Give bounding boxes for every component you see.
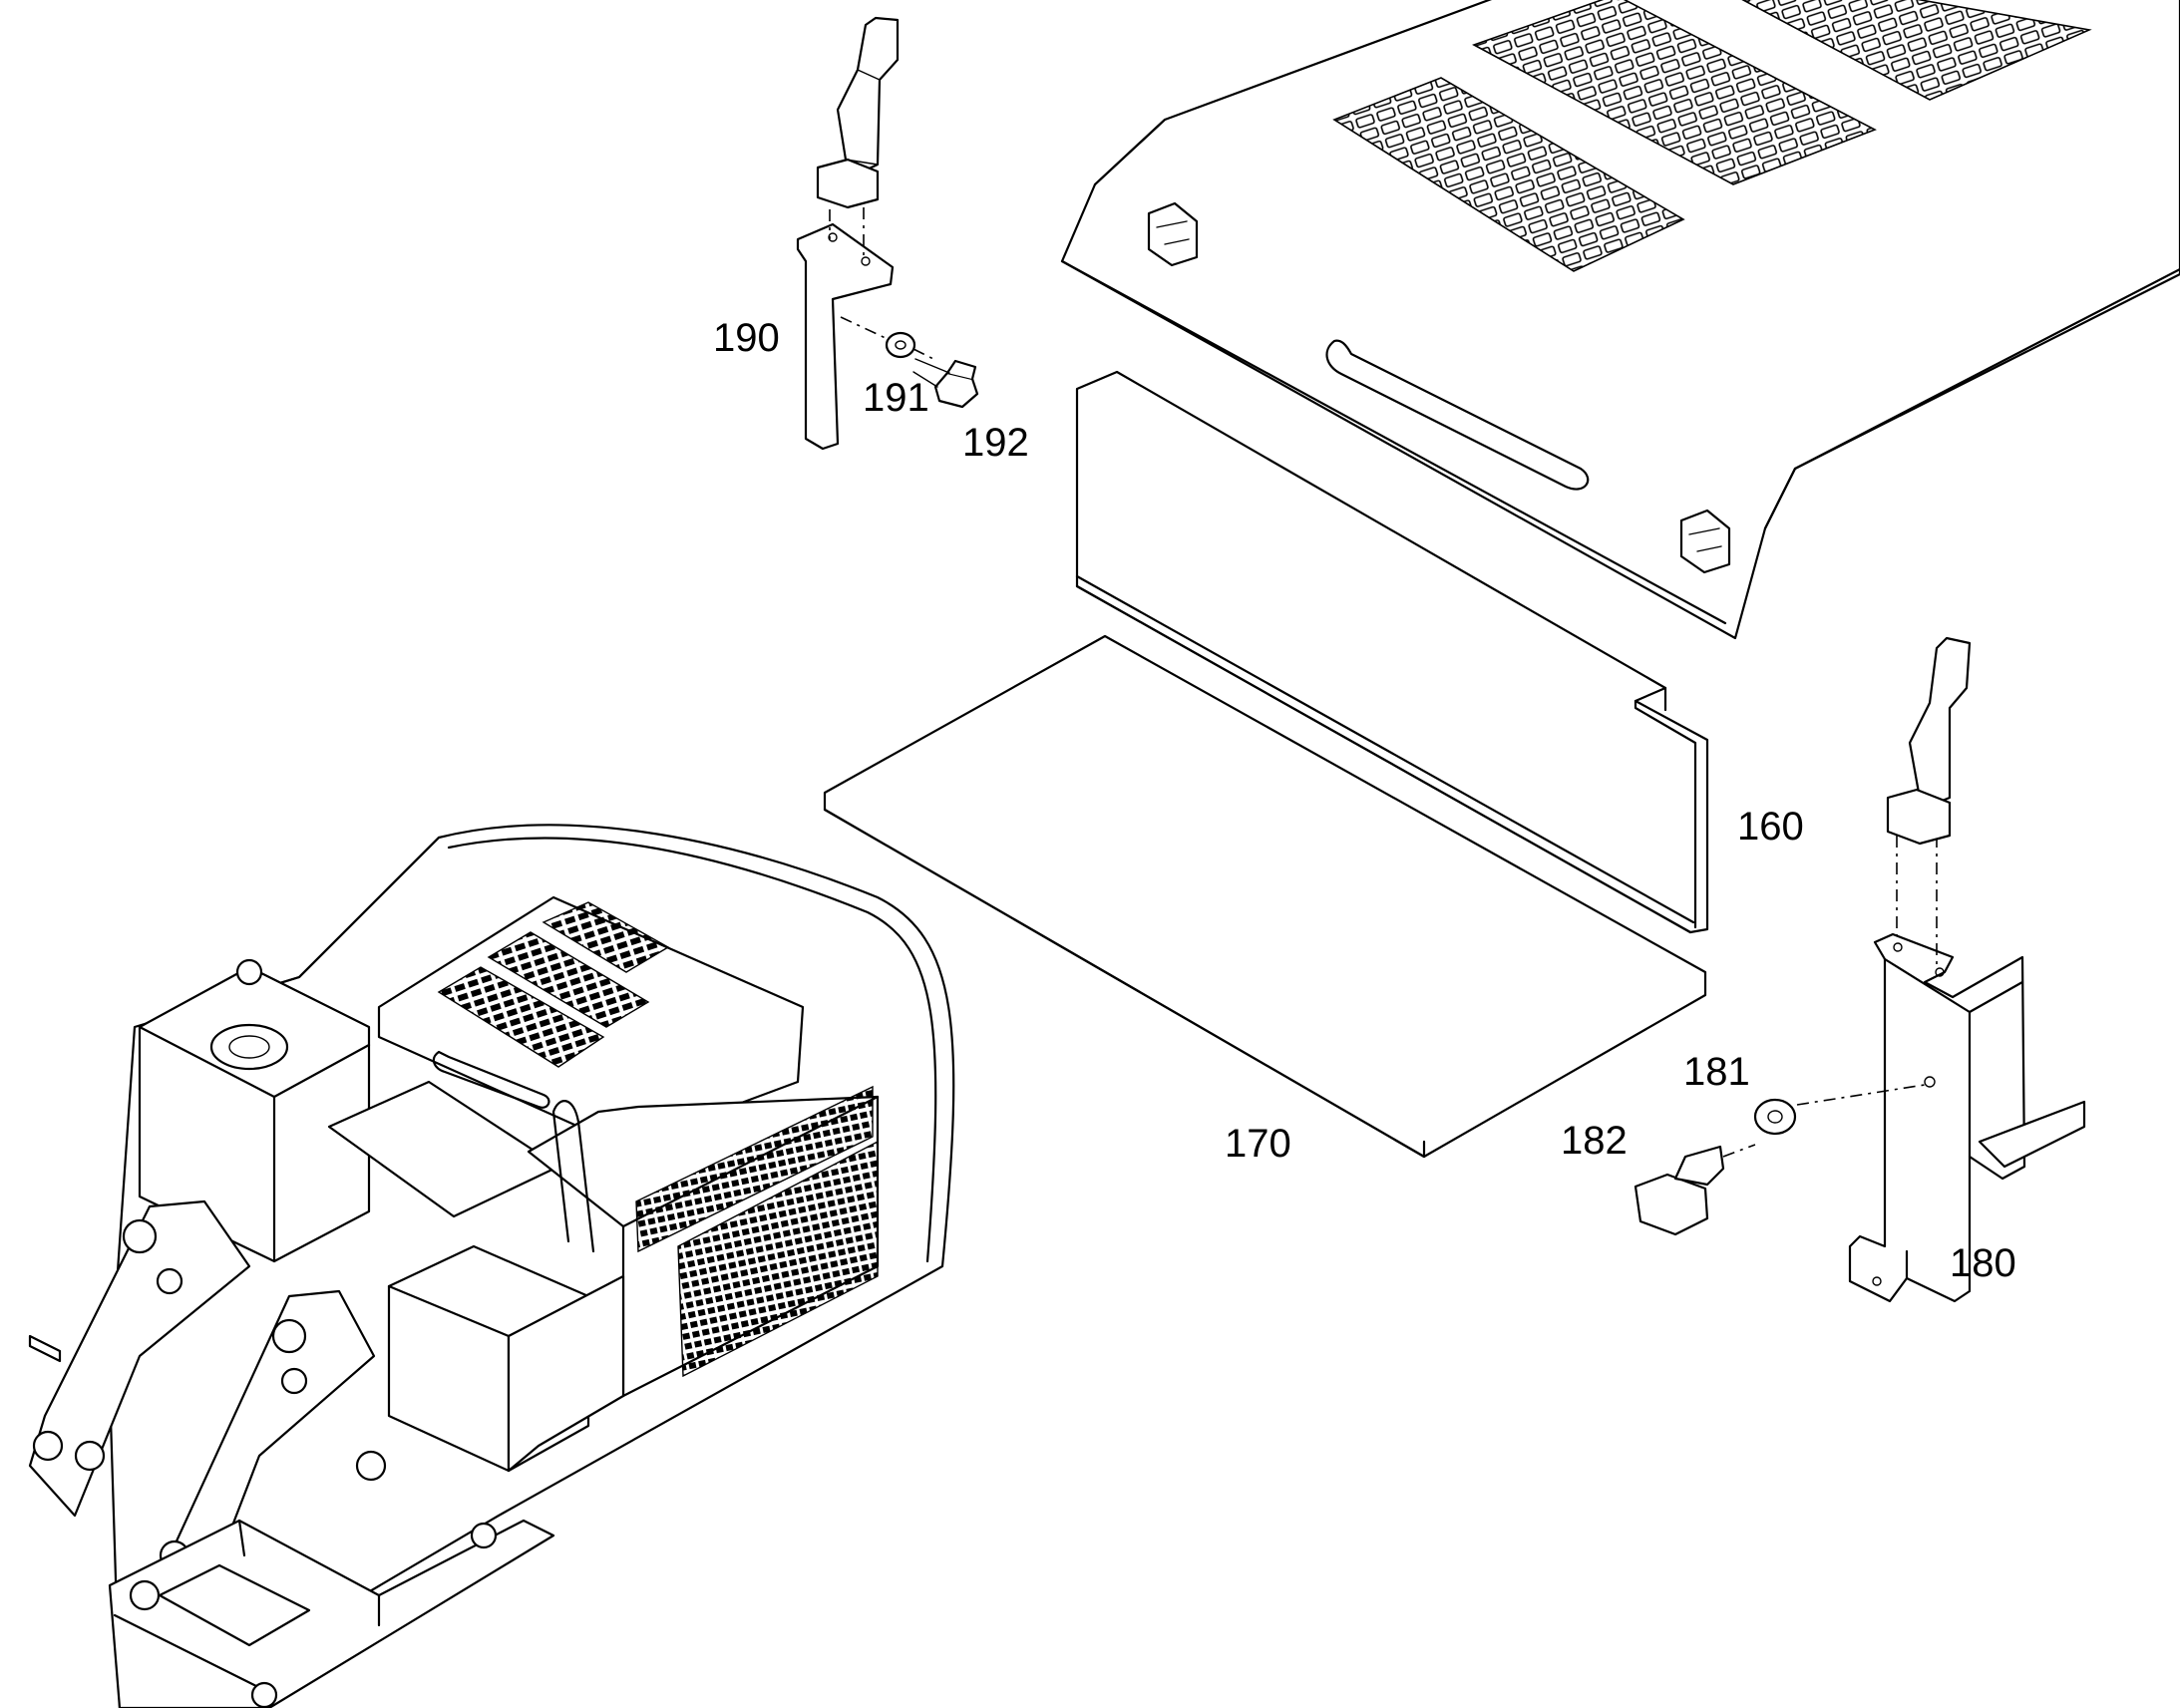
callout-190: 190: [713, 316, 780, 360]
callout-160: 160: [1737, 805, 1804, 849]
callout-192: 192: [962, 421, 1029, 465]
callout-180: 180: [1950, 1241, 2016, 1285]
callout-labels: 190 191 192 160 170 181 182 180: [713, 316, 2016, 1285]
part-181-washer: [1753, 1084, 1926, 1136]
part-170-floor-plate: [823, 634, 1707, 1159]
callout-191: 191: [863, 376, 929, 420]
part-190-latch-lever: [816, 16, 900, 209]
machine-upper-structure: [28, 824, 955, 1708]
part-191-washer: [840, 316, 916, 359]
part-182-bolt: [1634, 1144, 1756, 1236]
callout-170: 170: [1225, 1122, 1291, 1166]
engine-hood-cover: [1060, 0, 2180, 640]
part-180-latch-bracket: [1848, 836, 2086, 1303]
part-192-bolt: [912, 348, 979, 409]
part-180-latch-lever: [1886, 636, 1972, 846]
part-190-latch-bracket: [796, 207, 895, 451]
callout-182: 182: [1561, 1119, 1628, 1163]
part-160-side-panel: [1075, 370, 1709, 934]
callout-181: 181: [1683, 1050, 1750, 1094]
hood-latch-right: [1679, 509, 1731, 574]
hood-latch-left: [1147, 201, 1199, 267]
